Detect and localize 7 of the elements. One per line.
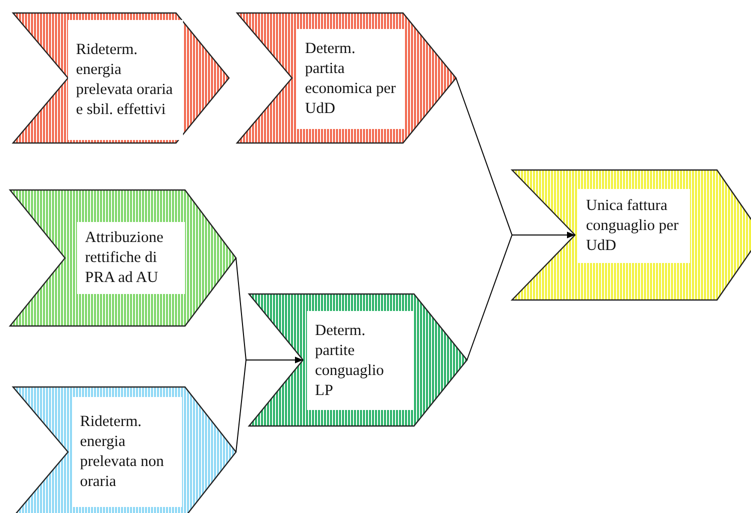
step-text: Attribuzione rettifiche di PRA ad AU xyxy=(77,222,185,294)
connector-arrow xyxy=(236,356,304,452)
step-text: Determ. partite conguaglio LP xyxy=(307,311,413,410)
step-text: Rideterm. energia prelevata non oraria xyxy=(72,397,182,507)
step-text: Rideterm. energia prelevata oraria e sbil. effettivi xyxy=(68,20,183,140)
step-text: Determ. partita economica per UdD xyxy=(297,29,405,129)
step-text: Unica fattura conguaglio per UdD xyxy=(578,189,690,263)
